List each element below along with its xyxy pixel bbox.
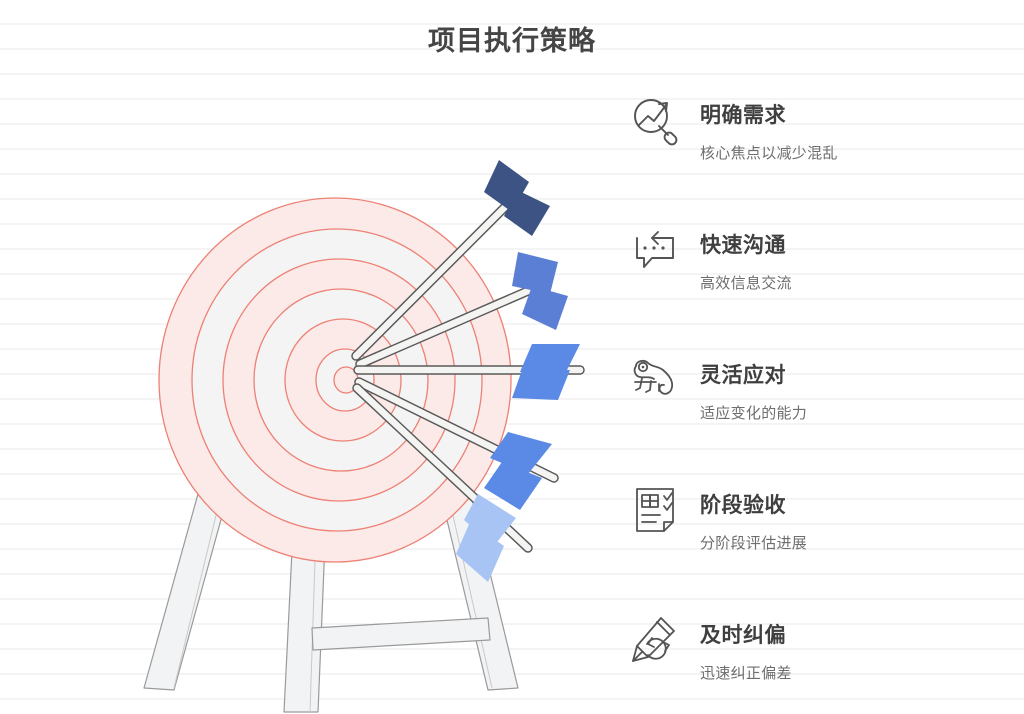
feature-desc: 适应变化的能力 <box>700 405 808 422</box>
feature-desc: 迅速纠正偏差 <box>700 665 792 682</box>
feature-item-2[interactable]: 快速沟通 高效信息交流 <box>628 214 958 344</box>
feature-title: 及时纠偏 <box>700 624 786 647</box>
feature-text-1: 明确需求 核心焦点以减少混乱 <box>700 84 838 165</box>
page-title: 项目执行策略 <box>428 26 596 56</box>
feature-text-3: 灵活应对 适应变化的能力 <box>700 344 807 425</box>
feature-desc: 核心焦点以减少混乱 <box>700 145 838 162</box>
feature-title: 灵活应对 <box>700 364 786 387</box>
arrow-1 <box>351 160 550 361</box>
feature-text-2: 快速沟通 高效信息交流 <box>700 214 792 295</box>
feature-list: 明确需求 核心焦点以减少混乱 快速沟通 高效信息交流 <box>628 84 958 714</box>
feature-title: 快速沟通 <box>700 234 786 257</box>
feature-desc: 分阶段评估进展 <box>700 535 808 552</box>
checklist-document-icon <box>628 482 682 536</box>
feature-title: 阶段验收 <box>700 494 786 517</box>
pencil-refresh-icon <box>628 612 682 666</box>
feature-title: 明确需求 <box>700 104 786 127</box>
target-search-trend-icon <box>628 92 682 146</box>
feature-item-3[interactable]: 灵活应对 适应变化的能力 <box>628 344 958 474</box>
arrow-5 <box>352 383 533 582</box>
feature-desc: 高效信息交流 <box>700 275 792 292</box>
feature-item-5[interactable]: 及时纠偏 迅速纠正偏差 <box>628 604 958 714</box>
feature-item-1[interactable]: 明确需求 核心焦点以减少混乱 <box>628 84 958 214</box>
speech-bubble-reply-icon <box>628 222 682 276</box>
feature-text-5: 及时纠偏 迅速纠正偏差 <box>700 604 792 685</box>
arrow-2 <box>355 252 568 369</box>
chameleon-icon <box>628 352 682 406</box>
arrow-4 <box>354 377 559 510</box>
feature-text-4: 阶段验收 分阶段评估进展 <box>700 474 807 555</box>
target-illustration <box>80 140 620 714</box>
feature-item-4[interactable]: 阶段验收 分阶段评估进展 <box>628 474 958 604</box>
arrow-3 <box>353 344 585 400</box>
